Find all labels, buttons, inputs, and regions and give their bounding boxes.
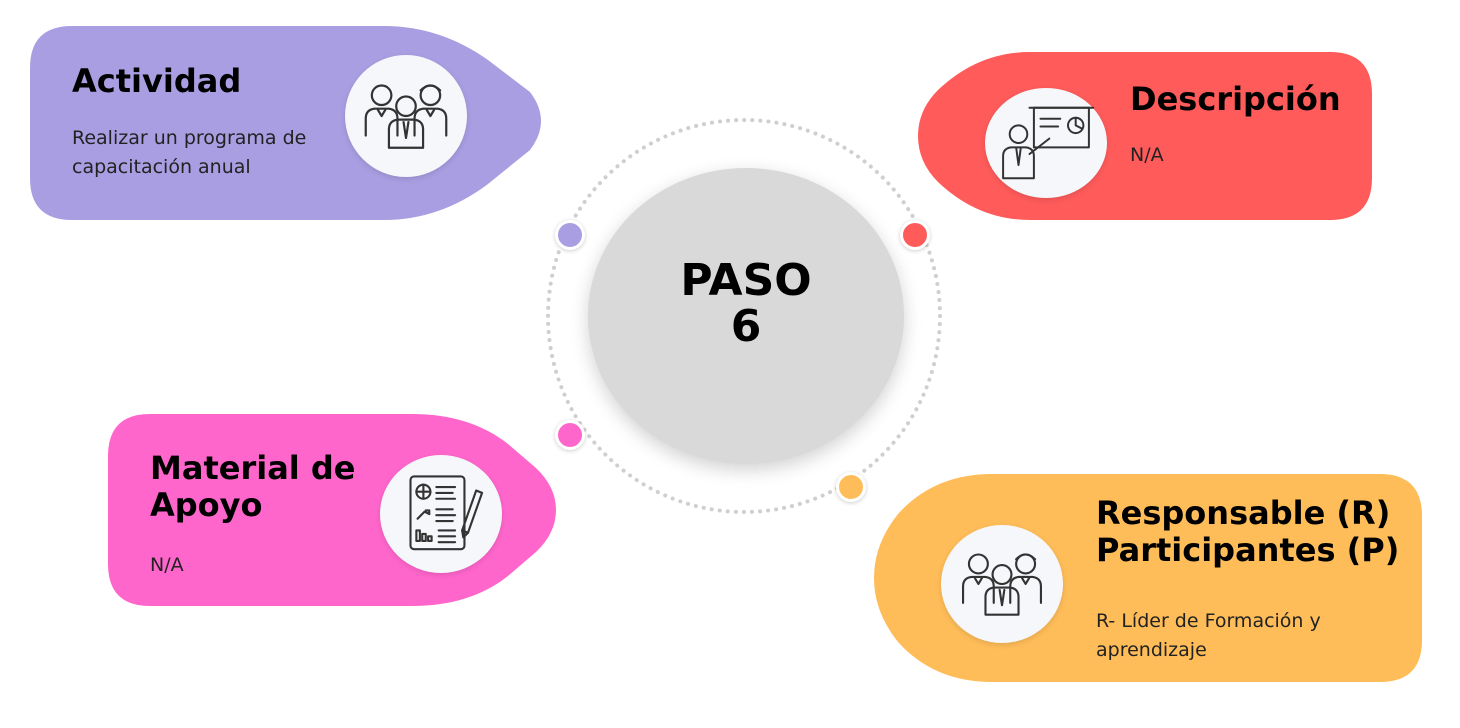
actividad-title: Actividad — [72, 62, 242, 100]
responsable-title-line2: Participantes (P) — [1096, 530, 1400, 569]
document-report-icon — [380, 455, 502, 573]
material-dot — [555, 420, 585, 450]
responsable-title-line1: Responsable (R) — [1096, 494, 1391, 532]
responsable-text-line2: aprendizaje — [1096, 639, 1207, 662]
actividad-text: Realizar un programa de capacitación anu… — [72, 124, 306, 183]
descripcion-dot — [900, 220, 930, 250]
presentation-icon — [985, 88, 1107, 198]
responsable-text: R- Líder de Formación y aprendizaje — [1096, 607, 1321, 666]
descripcion-title: Descripción — [1130, 80, 1341, 118]
responsable-dot — [836, 472, 866, 502]
material-title-line1: Material de — [150, 449, 356, 487]
actividad-text-line2: capacitación anual — [72, 156, 251, 179]
responsable-title: Responsable (R) Participantes (P) — [1096, 495, 1399, 569]
material-text: N/A — [150, 554, 184, 576]
actividad-dot — [555, 220, 585, 250]
material-title-line2: Apoyo — [150, 485, 263, 524]
center-label-line2: 6 — [730, 301, 762, 353]
responsable-text-line1: R- Líder de Formación y — [1096, 610, 1321, 632]
center-label-line1: PASO — [680, 255, 812, 306]
team-icon — [345, 55, 467, 177]
descripcion-text: N/A — [1130, 144, 1164, 166]
team-icon — [941, 525, 1063, 643]
center-circle — [588, 168, 904, 464]
actividad-text-line1: Realizar un programa de — [72, 127, 307, 149]
material-title: Material de Apoyo — [150, 450, 356, 524]
center-label: PASO 6 — [588, 255, 904, 353]
